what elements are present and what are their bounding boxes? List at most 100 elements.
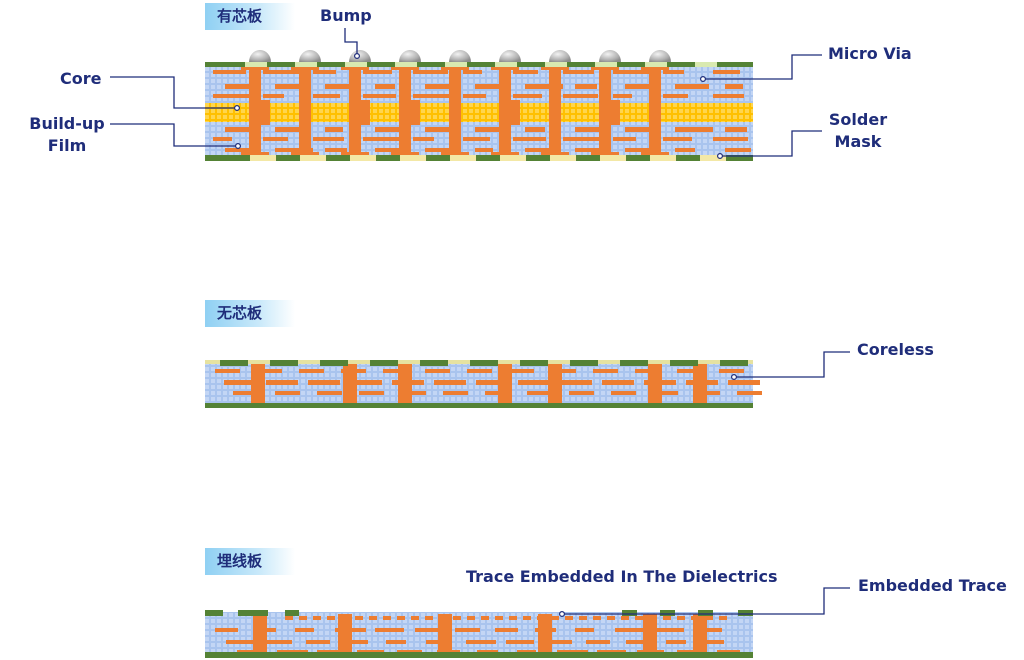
copper-trace <box>455 628 480 632</box>
copper-trace <box>346 640 368 644</box>
copper-trace <box>467 369 492 373</box>
copper-trace <box>613 137 636 141</box>
copper-via <box>253 614 267 656</box>
copper-trace <box>266 640 292 644</box>
copper-trace <box>625 84 653 89</box>
mask-opening <box>245 62 267 67</box>
copper-trace <box>213 70 246 74</box>
coreless-leader <box>734 351 850 378</box>
solder-label-line2: Mask <box>834 132 882 151</box>
bump <box>449 50 471 62</box>
embedded-trace <box>551 616 559 620</box>
mask-opening <box>345 62 367 67</box>
embedded-trace <box>523 616 531 620</box>
copper-trace <box>613 70 650 74</box>
core-layer <box>205 103 753 122</box>
top-mask <box>205 62 753 67</box>
copper-via <box>498 364 512 404</box>
copper-via <box>648 364 662 404</box>
copper-trace <box>225 127 253 132</box>
copper-trace <box>317 391 342 395</box>
leader-lines <box>110 28 850 615</box>
copper-trace <box>635 369 660 373</box>
embedded-trace <box>663 616 671 620</box>
mask-opening <box>550 155 576 161</box>
copper-via <box>251 364 265 404</box>
core-via <box>504 100 520 125</box>
copper-trace <box>308 380 340 385</box>
mask-segment <box>470 360 498 366</box>
mask-segment <box>238 610 268 616</box>
buildup-film-label: Build-up Film <box>22 113 112 157</box>
bump <box>349 50 371 62</box>
copper-via <box>693 364 707 404</box>
mask-segment <box>622 610 637 616</box>
mask-opening <box>650 155 676 161</box>
copper-trace <box>569 391 594 395</box>
embedded-trace-substrate <box>205 610 753 658</box>
mask-opening <box>645 62 667 67</box>
copper-trace <box>527 391 552 395</box>
copper-trace <box>586 640 610 644</box>
copper-trace <box>485 391 510 395</box>
copper-trace <box>225 84 249 89</box>
copper-trace <box>653 391 678 395</box>
copper-trace <box>655 628 684 632</box>
copper-trace <box>506 640 534 644</box>
embedded-solder-mask <box>205 610 753 658</box>
bump-label: Bump <box>320 6 372 25</box>
copper-trace <box>695 391 720 395</box>
mask-segment <box>698 610 713 616</box>
mask-segment <box>420 360 448 366</box>
copper-trace <box>295 628 314 632</box>
core-leader <box>110 76 237 109</box>
solder-mask-label: Solder Mask <box>828 109 888 153</box>
copper-trace <box>475 84 507 89</box>
copper-trace <box>575 127 601 132</box>
copper-trace <box>737 391 762 395</box>
embedded-trace <box>313 616 321 620</box>
buildup-label-line1: Build-up <box>29 114 105 133</box>
mask-opening <box>695 62 717 67</box>
copper-via <box>449 64 461 158</box>
micro-via-leader <box>703 54 822 80</box>
copper-trace <box>560 380 592 385</box>
copper-trace <box>363 70 392 74</box>
embedded-trace <box>579 616 587 620</box>
copper-trace <box>213 94 250 98</box>
copper-trace <box>666 640 686 644</box>
copper-trace <box>675 84 709 89</box>
copper-trace <box>325 84 361 89</box>
copper-trace <box>363 137 400 141</box>
copper-trace <box>275 391 300 395</box>
embedded-trace <box>509 616 517 620</box>
copper-trace <box>359 391 384 395</box>
mask-opening <box>350 155 376 161</box>
bump <box>249 50 271 62</box>
copper-trace <box>215 369 240 373</box>
embedded-trace <box>369 616 377 620</box>
copper-trace <box>695 628 722 632</box>
mask-opening <box>595 62 617 67</box>
micro-via-label: Micro Via <box>828 44 912 63</box>
copper-trace <box>625 127 657 132</box>
copper-trace <box>593 369 618 373</box>
copper-trace <box>677 369 702 373</box>
copper-trace <box>325 127 343 132</box>
copper-trace <box>675 127 713 132</box>
copper-trace <box>233 391 258 395</box>
solder-mask-leader <box>720 130 822 157</box>
copper-trace <box>475 127 511 132</box>
mask-segment <box>285 610 299 616</box>
copper-trace <box>725 84 743 89</box>
buildup-leader <box>110 123 238 147</box>
embedded-trace <box>593 616 601 620</box>
bump-leader <box>344 28 358 56</box>
bottom-mask <box>205 403 753 408</box>
embedded-trace <box>705 616 713 620</box>
mask-opening <box>500 155 526 161</box>
copper-trace <box>275 127 309 132</box>
copper-trace <box>275 84 305 89</box>
copper-trace <box>725 127 747 132</box>
coreless-substrate <box>205 360 762 408</box>
